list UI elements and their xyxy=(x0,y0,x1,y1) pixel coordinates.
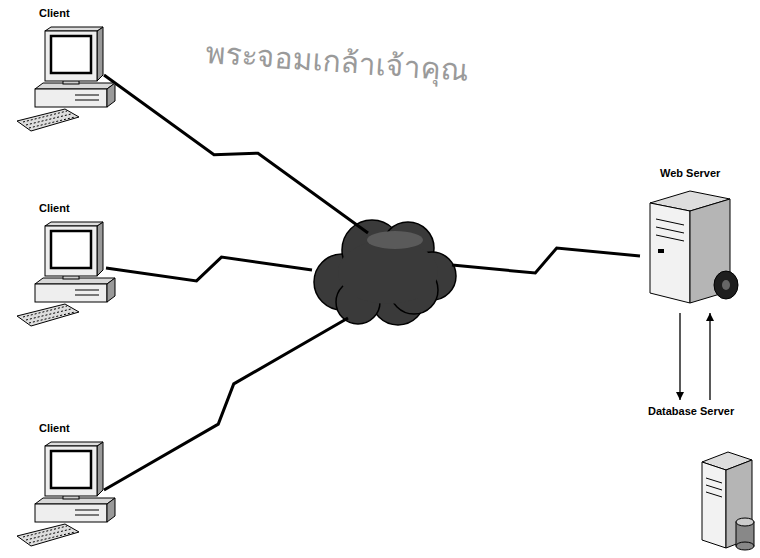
node-label: Client xyxy=(39,422,70,435)
node-label: Database Server xyxy=(648,405,734,418)
network-link xyxy=(104,318,348,490)
data-arrow xyxy=(709,313,710,400)
client-computer xyxy=(15,218,125,328)
network-node: Web Server xyxy=(640,165,750,310)
client-computer xyxy=(15,438,125,548)
node-label: Client xyxy=(39,7,70,20)
network-node: Client xyxy=(15,200,130,328)
watermark: พระจอมเกล้าเจ้าคุณ xyxy=(204,29,471,94)
client-computer xyxy=(15,23,125,133)
server-tower xyxy=(640,185,740,310)
network-node: Database Server xyxy=(640,403,758,555)
network-link xyxy=(104,75,368,233)
network-node: Client xyxy=(15,420,130,548)
internet-cloud xyxy=(314,220,456,325)
data-arrow xyxy=(679,313,680,400)
network-link xyxy=(106,257,312,281)
node-label: Web Server xyxy=(660,167,720,180)
network-link xyxy=(452,248,640,273)
server-tower xyxy=(698,448,756,553)
node-label: Client xyxy=(39,202,70,215)
network-node: Client xyxy=(15,5,130,133)
network-links xyxy=(104,75,640,490)
